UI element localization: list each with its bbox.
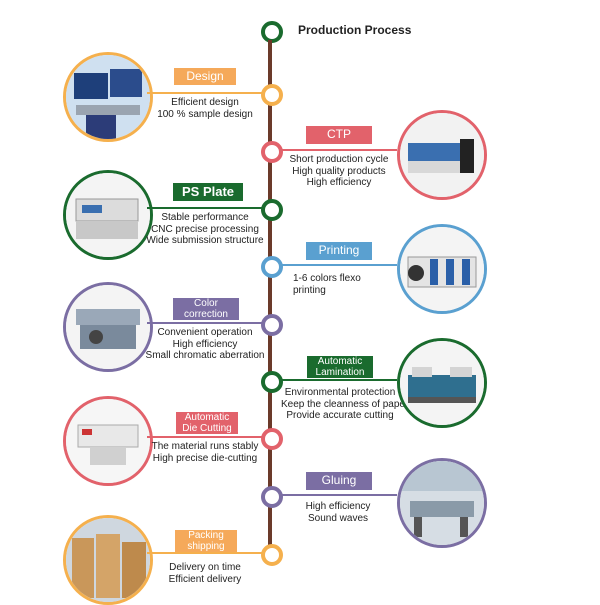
die-cutting-description: The material runs stably High precise di… [147, 441, 263, 464]
ctp-node [261, 141, 283, 163]
ctp-connector [280, 149, 397, 151]
color-correction-connector [147, 322, 262, 324]
lamination-line-2: Keep the cleanness of paper [281, 398, 409, 410]
ps-plate-line-3: Wide submission structure [146, 235, 264, 246]
printing-description: 1-6 colors flexo printing [293, 273, 393, 296]
ps-plate-node [261, 199, 283, 221]
die-cutting-line-1: The material runs stably [151, 441, 259, 452]
die-cutting-line-2: High precise die-cutting [152, 452, 258, 464]
timeline-spine [268, 40, 272, 560]
design-node [261, 84, 283, 106]
ps-plate-line-1: Stable performance [161, 212, 249, 223]
design-line-2: 100 % sample design [157, 108, 253, 120]
title-node [261, 21, 283, 43]
design-connector [147, 92, 262, 94]
ps-plate-line-2: CNC precise processing [151, 223, 259, 235]
lamination-node [261, 371, 283, 393]
color-correction-line-3: Small chromatic aberration [145, 350, 265, 361]
gluing-label: Gluing [306, 472, 372, 490]
die-cutting-label: Automatic Die Cutting [176, 412, 238, 434]
gluing-node [261, 486, 283, 508]
packing-shipping-icon [63, 515, 153, 605]
packing-shipping-line-1: Delivery on time [169, 562, 241, 573]
lamination-connector [280, 379, 397, 381]
lamination-line-3: Provide accurate cutting [286, 410, 394, 421]
printing-node [261, 256, 283, 278]
ctp-line-1: Short production cycle [289, 154, 389, 165]
design-description: Efficient design 100 % sample design [155, 97, 255, 120]
gluing-line-2: Sound waves [307, 512, 369, 524]
color-correction-line-2: High efficiency [172, 338, 238, 350]
packing-shipping-description: Delivery on time Efficient delivery [155, 562, 255, 585]
ps-plate-machine-icon [63, 170, 153, 260]
printing-line-1: 1-6 colors flexo [293, 273, 361, 284]
lamination-line-1: Environmental protection [284, 387, 396, 398]
color-correction-line-1: Convenient operation [157, 327, 253, 338]
die-cutting-machine-icon [63, 396, 153, 486]
design-photo-icon [63, 52, 153, 142]
lamination-label: Automatic Lamination [307, 356, 373, 378]
die-cutting-node [261, 428, 283, 450]
printing-label: Printing [306, 242, 372, 260]
gluing-description: High efficiency Sound waves [293, 501, 383, 524]
color-correction-machine-icon [63, 282, 153, 372]
die-cutting-connector [147, 436, 262, 438]
die-cutting-label-text: Automatic Die Cutting [182, 412, 232, 434]
packing-shipping-connector [147, 552, 262, 554]
gluing-line-1: High efficiency [305, 501, 371, 512]
ps-plate-description: Stable performance CNC precise processin… [145, 212, 265, 247]
lamination-description: Environmental protection Keep the cleann… [281, 387, 409, 422]
lamination-machine-icon [397, 338, 487, 428]
printing-connector [280, 264, 397, 266]
gluing-connector [280, 494, 397, 496]
printing-press-icon [397, 224, 487, 314]
color-correction-label-text: Color correction [184, 298, 228, 320]
ctp-label: CTP [306, 126, 372, 144]
color-correction-description: Convenient operation High efficiency Sma… [143, 327, 267, 362]
page-title: Production Process [298, 23, 412, 37]
design-label: Design [174, 68, 236, 85]
ps-plate-connector [147, 207, 262, 209]
ctp-machine-icon [397, 110, 487, 200]
printing-line-2: printing [293, 284, 326, 296]
packing-shipping-line-2: Efficient delivery [168, 573, 242, 585]
ctp-line-2: High quality products [292, 165, 386, 177]
gluing-workshop-icon [397, 458, 487, 548]
packing-shipping-label-text: Packing shipping [187, 530, 225, 552]
color-correction-label: Color correction [173, 298, 239, 320]
ps-plate-label: PS Plate [173, 183, 243, 201]
lamination-label-text: Automatic Lamination [315, 356, 365, 378]
ctp-line-3: High efficiency [306, 177, 372, 188]
color-correction-node [261, 314, 283, 336]
packing-shipping-label: Packing shipping [175, 530, 237, 552]
packing-shipping-node [261, 544, 283, 566]
ctp-description: Short production cycle High quality prod… [286, 154, 392, 189]
design-line-1: Efficient design [171, 97, 239, 108]
